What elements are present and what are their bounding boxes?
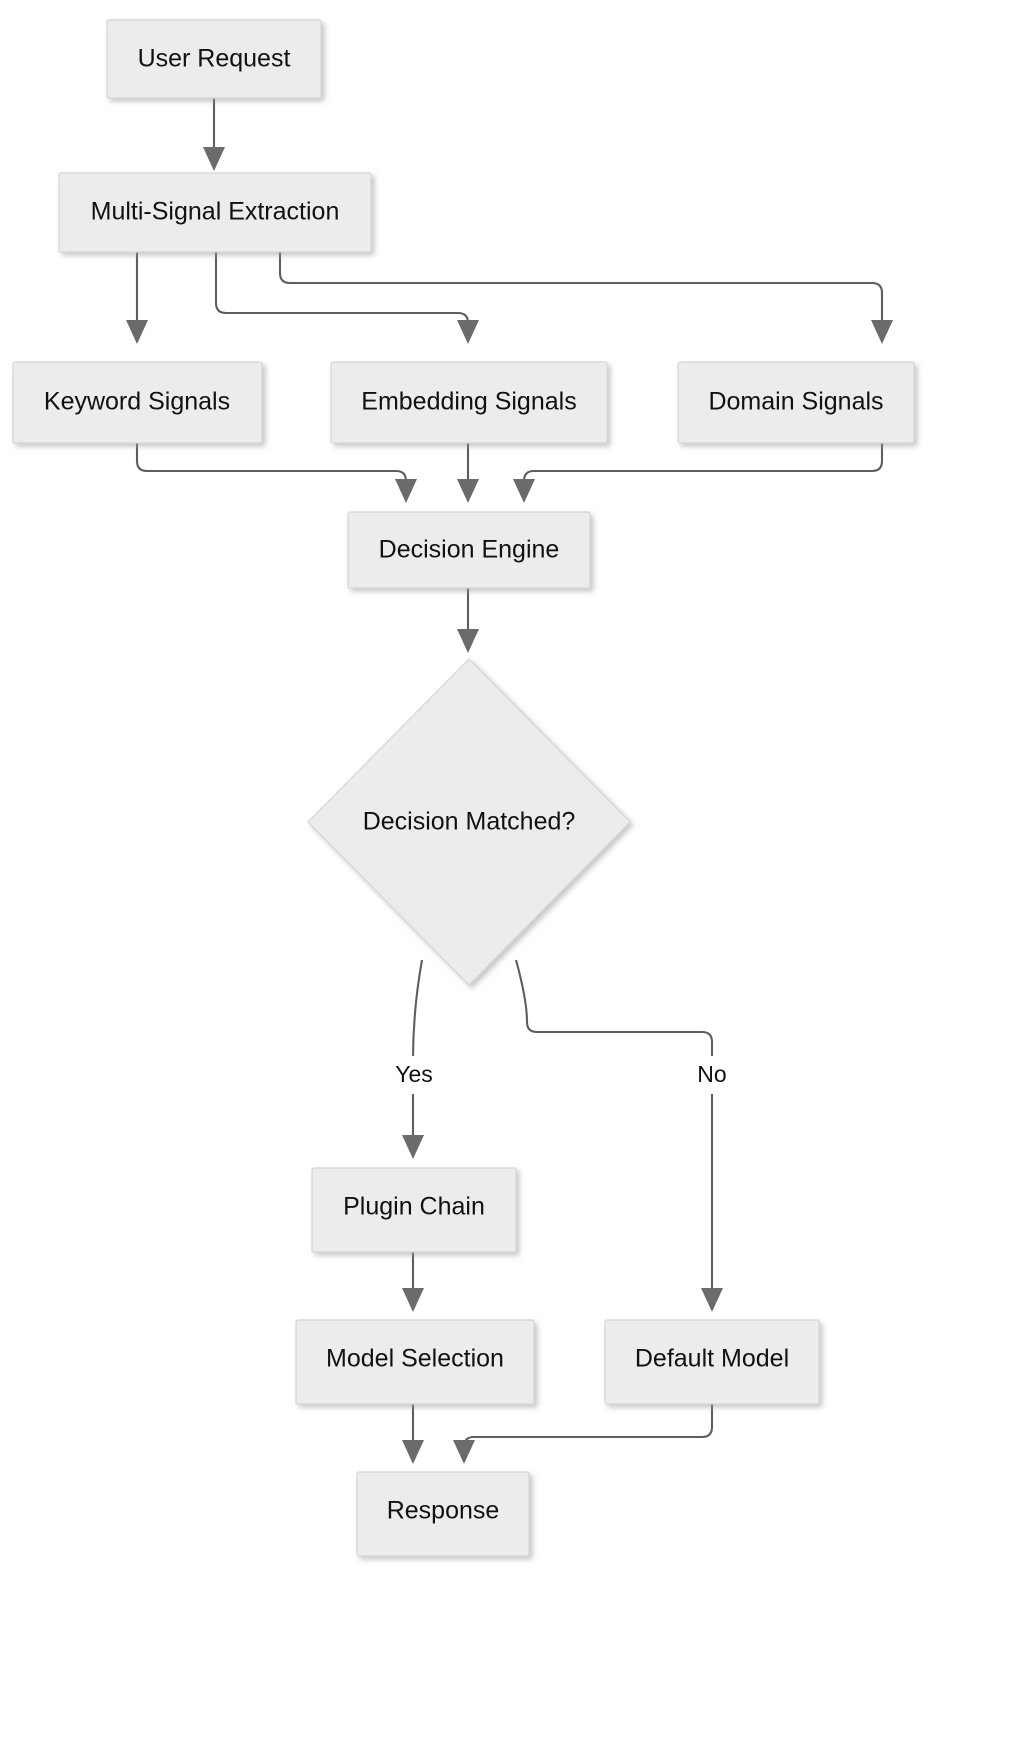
node-response[interactable]: Response: [356, 1471, 530, 1557]
edge-embedding-signals-to-decision-engine: [457, 443, 479, 503]
node-model-selection[interactable]: Model Selection: [295, 1319, 535, 1405]
edge-label-layer: Yes No: [388, 1056, 734, 1094]
edge-default-model-to-response: [453, 1404, 714, 1464]
node-default-model[interactable]: Default Model: [604, 1319, 820, 1405]
node-layer: User Request Multi-Signal Extraction Key…: [12, 19, 915, 1557]
node-plugin-chain-label: Plugin Chain: [343, 1193, 485, 1221]
node-keyword-signals-label: Keyword Signals: [44, 388, 230, 416]
node-response-label: Response: [387, 1497, 500, 1525]
node-keyword-signals[interactable]: Keyword Signals: [12, 361, 263, 444]
node-model-selection-label: Model Selection: [326, 1345, 504, 1373]
node-user-request[interactable]: User Request: [106, 19, 322, 99]
edge-multi-signal-to-domain-signals: [278, 252, 893, 344]
edge-layer: [126, 98, 893, 1464]
edge-label-yes: Yes: [388, 1056, 440, 1094]
edge-decision-engine-to-decision-matched: [457, 588, 479, 653]
node-multi-signal-extraction[interactable]: Multi-Signal Extraction: [58, 172, 372, 253]
edge-label-no-text: No: [697, 1061, 726, 1087]
node-default-model-label: Default Model: [635, 1345, 789, 1373]
edge-label-no: No: [690, 1056, 734, 1094]
node-decision-engine-label: Decision Engine: [379, 536, 560, 564]
node-embedding-signals[interactable]: Embedding Signals: [330, 361, 608, 444]
node-decision-engine[interactable]: Decision Engine: [347, 511, 591, 589]
node-embedding-signals-label: Embedding Signals: [361, 388, 576, 416]
edge-keyword-signals-to-decision-engine: [135, 443, 417, 503]
node-plugin-chain[interactable]: Plugin Chain: [311, 1167, 517, 1253]
node-decision-matched-label: Decision Matched?: [363, 808, 576, 836]
edge-user-request-to-multi-signal: [203, 98, 225, 171]
node-domain-signals[interactable]: Domain Signals: [677, 361, 915, 444]
edge-plugin-chain-to-model-selection: [402, 1252, 424, 1312]
edge-decision-matched-to-default-model: [514, 959, 723, 1312]
node-multi-signal-extraction-label: Multi-Signal Extraction: [91, 198, 340, 226]
edge-multi-signal-to-keyword-signals: [126, 252, 148, 344]
node-decision-matched[interactable]: Decision Matched?: [307, 658, 631, 986]
node-user-request-label: User Request: [138, 45, 291, 73]
edge-multi-signal-to-embedding-signals: [214, 252, 479, 344]
edge-model-selection-to-response: [402, 1404, 424, 1464]
edge-label-yes-text: Yes: [395, 1061, 433, 1087]
node-domain-signals-label: Domain Signals: [708, 388, 883, 416]
edge-domain-signals-to-decision-engine: [513, 443, 884, 503]
